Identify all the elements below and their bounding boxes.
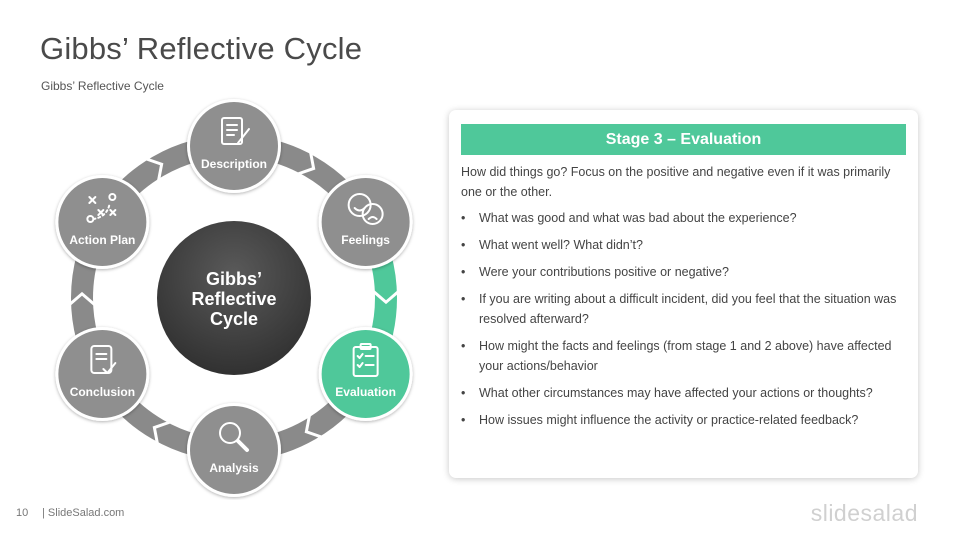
stage-intro: How did things go? Focus on the positive… bbox=[461, 165, 891, 199]
footer-site-link[interactable]: | SlideSalad.com bbox=[42, 507, 125, 519]
node-circle bbox=[58, 178, 147, 266]
cycle-arrows bbox=[68, 151, 400, 445]
stage-label: Feelings bbox=[341, 233, 390, 247]
stage-label: Evaluation bbox=[335, 385, 396, 399]
slide-title: Gibbs’ Reflective Cycle bbox=[40, 31, 363, 66]
brand-logo: slidesalad bbox=[810, 500, 918, 526]
document-check-icon bbox=[90, 345, 117, 374]
question-text: What was good and what was bad about the… bbox=[479, 211, 797, 225]
stage-label: Conclusion bbox=[70, 385, 135, 399]
bullet-icon: • bbox=[461, 292, 466, 306]
stage-header: Stage 3 – Evaluation bbox=[461, 124, 906, 155]
cycle-arrow-chevron bbox=[304, 414, 324, 439]
bullet-icon: • bbox=[461, 211, 466, 225]
question-item: • Were your contributions positive or neg… bbox=[461, 262, 911, 282]
question-item: • How might the facts and feelings (from … bbox=[461, 336, 911, 376]
stage-label: Action Plan bbox=[69, 233, 135, 247]
node-circle bbox=[190, 406, 278, 494]
question-item: • How issues might influence the activity… bbox=[461, 410, 911, 430]
question-item: • If you are writing about a difficult i… bbox=[461, 289, 911, 329]
stage-node-analysis[interactable]: Analysis bbox=[187, 403, 281, 497]
question-text: How issues might influence the activity … bbox=[479, 413, 859, 427]
center-circle: Gibbs’ Reflective Cycle bbox=[157, 221, 311, 375]
center-label-line-3: Cycle bbox=[210, 309, 258, 329]
question-list: • What was good and what was bad about th… bbox=[461, 208, 911, 437]
node-circle bbox=[321, 330, 410, 418]
bullet-icon: • bbox=[461, 413, 466, 427]
cycle-arrow-chevron bbox=[296, 151, 316, 176]
question-text: What other circumstances may have affect… bbox=[479, 386, 873, 400]
node-circle bbox=[190, 102, 278, 190]
center-label-line-2: Reflective bbox=[191, 289, 276, 309]
question-item: • What was good and what was bad about th… bbox=[461, 208, 911, 228]
question-text: If you are writing about a difficult inc… bbox=[479, 292, 897, 326]
bullet-icon: • bbox=[461, 386, 466, 400]
stage-label: Description bbox=[201, 157, 267, 171]
stage-node-description[interactable]: Description bbox=[187, 99, 281, 193]
strategy-plan-icon bbox=[86, 193, 117, 223]
cycle-arrow-chevron bbox=[372, 289, 400, 305]
cycle-arrow-chevron bbox=[152, 420, 172, 445]
question-text: What went well? What didn’t? bbox=[479, 238, 643, 252]
page-number: 10 bbox=[16, 507, 29, 519]
document-pen-icon bbox=[221, 117, 250, 145]
cycle-arrow-chevron bbox=[68, 291, 96, 307]
happy-sad-faces-icon bbox=[347, 193, 384, 225]
stage-detail-card: Stage 3 – Evaluation How did things go? … bbox=[449, 110, 918, 478]
clipboard-checklist-icon bbox=[352, 343, 379, 377]
bullet-icon: • bbox=[461, 339, 466, 353]
question-text: How might the facts and feelings (from s… bbox=[479, 339, 892, 373]
center-label-line-1: Gibbs’ bbox=[206, 269, 262, 289]
stage-node-evaluation[interactable]: Evaluation bbox=[318, 327, 413, 421]
slide-subtitle: Gibbs’ Reflective Cycle bbox=[41, 79, 164, 93]
bullet-icon: • bbox=[461, 265, 466, 279]
question-item: • What went well? What didn’t? bbox=[461, 235, 911, 255]
question-item: • What other circumstances may have affec… bbox=[461, 383, 911, 403]
magnifier-icon bbox=[219, 422, 249, 452]
bullet-icon: • bbox=[461, 238, 466, 252]
question-text: Were your contributions positive or nega… bbox=[479, 265, 729, 279]
stage-node-conclusion[interactable]: Conclusion bbox=[55, 327, 150, 421]
cycle-arrow-chevron bbox=[144, 157, 164, 182]
stage-label: Analysis bbox=[209, 461, 259, 475]
stage-node-feelings[interactable]: Feelings bbox=[318, 175, 413, 269]
stage-node-action-plan[interactable]: Action Plan bbox=[55, 175, 150, 269]
